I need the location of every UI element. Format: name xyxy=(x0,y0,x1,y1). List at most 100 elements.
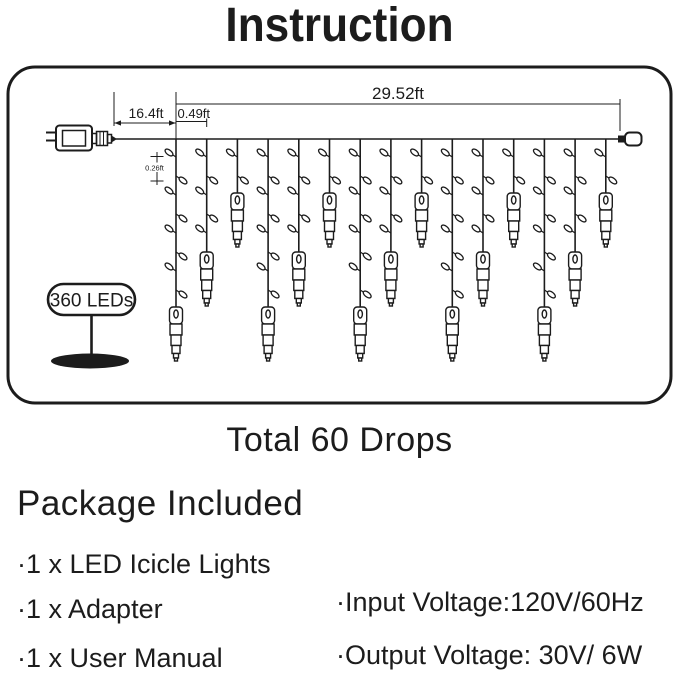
led-bulb xyxy=(546,290,556,299)
dimension-led-spacing: 0.26ft xyxy=(144,152,165,185)
power-adapter-icon xyxy=(46,124,117,152)
led-bulb xyxy=(502,148,512,157)
led-count-label: 360 LEDs xyxy=(50,291,133,312)
led-bulb xyxy=(362,214,372,223)
led-bulb xyxy=(301,214,311,223)
led-bulb xyxy=(563,224,573,233)
icicle-drop xyxy=(225,139,249,248)
led-bulb xyxy=(546,214,556,223)
icicle-drop xyxy=(563,139,587,307)
led-bulb xyxy=(594,148,604,157)
led-bulb xyxy=(393,214,403,223)
led-bulb xyxy=(608,176,618,185)
led-bulb xyxy=(178,176,188,185)
led-bulb xyxy=(178,214,188,223)
icicle-drops-group xyxy=(164,139,618,362)
led-bulb xyxy=(195,186,205,195)
led-bulb xyxy=(532,148,542,157)
package-item-user-manual: ·1 x User Manual xyxy=(17,643,223,673)
led-bulb xyxy=(195,224,205,233)
icicle-drop xyxy=(471,139,495,307)
led-bulb xyxy=(348,262,358,271)
icicle-drop xyxy=(594,139,618,248)
package-included-heading: Package Included xyxy=(17,484,304,523)
led-bulb xyxy=(577,214,587,223)
led-bulb xyxy=(454,290,464,299)
led-bulb xyxy=(393,176,403,185)
page-title: Instruction xyxy=(225,0,454,52)
led-bulb xyxy=(256,186,266,195)
led-bulb xyxy=(563,186,573,195)
led-bulb xyxy=(301,176,311,185)
led-bulb xyxy=(317,148,328,157)
led-bulb xyxy=(287,148,297,157)
spec-input-voltage: ·Input Voltage:120V/60Hz xyxy=(336,587,644,617)
package-item-adapter: ·1 x Adapter xyxy=(17,594,163,624)
led-bulb xyxy=(362,290,372,299)
led-bulb xyxy=(440,148,450,157)
dimension-drop-spacing-label: 0.49ft xyxy=(178,106,211,121)
icicle-drop xyxy=(287,139,311,307)
dimension-lead-wire-label: 16.4ft xyxy=(128,105,163,121)
led-bulb xyxy=(164,262,174,271)
led-bulb xyxy=(256,224,266,233)
led-bulb xyxy=(270,214,280,223)
led-bulb xyxy=(485,214,495,223)
led-bulb xyxy=(256,148,266,157)
dimension-total-width-label: 29.52ft xyxy=(372,84,424,103)
led-bulb xyxy=(270,252,280,261)
icicle-drop xyxy=(410,139,434,248)
led-bulb xyxy=(516,176,526,185)
led-bulb xyxy=(546,176,556,185)
led-bulb xyxy=(379,148,389,157)
led-bulb xyxy=(532,262,542,271)
led-bulb xyxy=(485,176,495,185)
led-bulb xyxy=(287,186,297,195)
spec-output-voltage: ·Output Voltage: 30V/ 6W xyxy=(336,640,643,670)
led-bulb xyxy=(362,252,372,261)
led-bulb xyxy=(454,252,464,261)
icicle-drop xyxy=(379,139,403,307)
led-bulb xyxy=(440,224,450,233)
led-bulb xyxy=(424,176,434,185)
icicle-drop xyxy=(348,139,372,362)
led-bulb xyxy=(348,148,358,157)
icicle-drop xyxy=(317,139,342,248)
led-bulb xyxy=(209,214,219,223)
end-connector-icon xyxy=(618,131,643,147)
led-bulb xyxy=(362,176,372,185)
led-bulb xyxy=(348,186,358,195)
total-drops-text: Total 60 Drops xyxy=(226,421,453,459)
dimension-total-width: 29.52ft xyxy=(176,84,621,131)
led-bulb xyxy=(331,176,342,185)
package-item-icicle-lights: ·1 x LED Icicle Lights xyxy=(17,549,271,579)
led-bulb xyxy=(440,186,450,195)
led-bulb xyxy=(532,224,542,233)
led-bulb xyxy=(209,176,219,185)
dimension-led-spacing-label: 0.26ft xyxy=(145,164,165,173)
led-bulb xyxy=(256,262,266,271)
led-bulb xyxy=(546,252,556,261)
led-bulb xyxy=(225,148,235,157)
led-bulb xyxy=(454,176,464,185)
led-bulb xyxy=(563,148,573,157)
led-bulb xyxy=(270,176,280,185)
led-bulb xyxy=(440,262,450,271)
led-bulb xyxy=(164,224,174,233)
dimension-lead-wire: 16.4ft xyxy=(113,92,177,139)
led-bulb xyxy=(577,176,587,185)
led-bulb xyxy=(348,224,358,233)
led-bulb xyxy=(471,148,481,157)
led-bulb xyxy=(454,214,464,223)
dimension-drop-spacing: 0.49ft xyxy=(176,106,210,127)
sign-base xyxy=(51,353,129,369)
icicle-drop xyxy=(164,139,188,362)
diagram-border-box xyxy=(6,65,673,405)
led-bulb xyxy=(410,148,420,157)
icicle-drop xyxy=(256,139,280,362)
led-bulb xyxy=(379,224,389,233)
icicle-drop xyxy=(502,139,526,248)
led-bulb xyxy=(178,252,188,261)
led-bulb xyxy=(471,186,481,195)
